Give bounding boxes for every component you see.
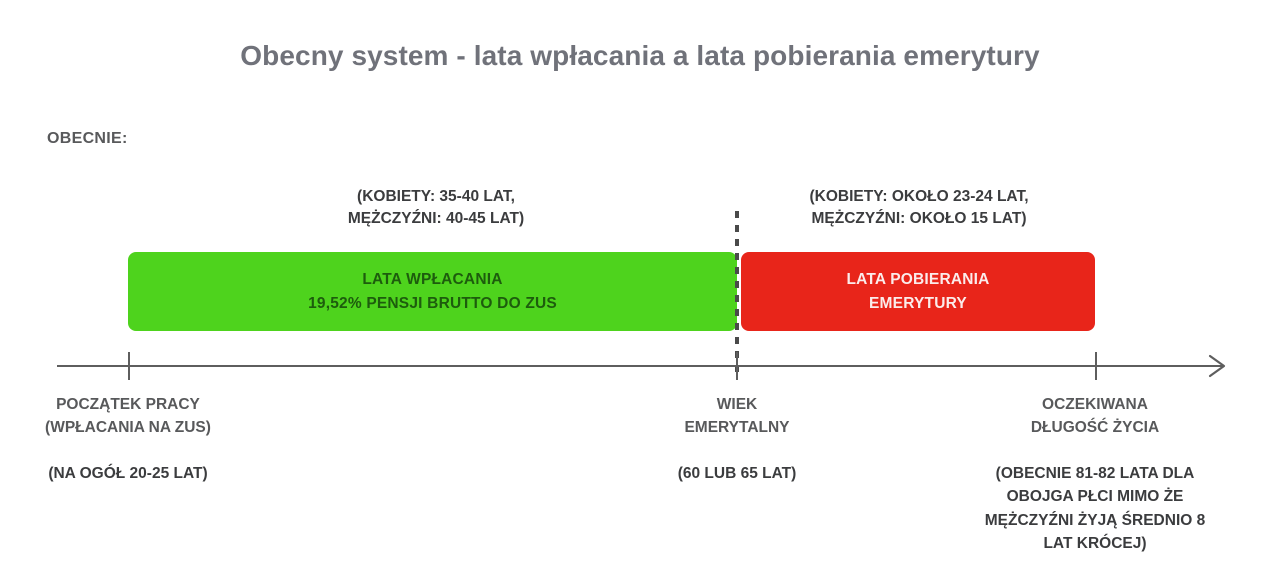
bar-contribution-years: LATA WPŁACANIA 19,52% PENSJI BRUTTO DO Z… — [128, 252, 737, 331]
section-label-obecnie: OBECNIE: — [47, 130, 128, 147]
axis-tick-retirement-age — [736, 352, 738, 380]
axis-tick-life-expectancy — [1095, 352, 1097, 380]
caption-contribution-years: (KOBIETY: 35-40 LAT, MĘŻCZYŹNI: 40-45 LA… — [347, 188, 525, 228]
caption-pension-years: (KOBIETY: OKOŁO 23-24 LAT, MĘŻCZYŹNI: OK… — [809, 188, 1029, 228]
axis-label-life-expectancy-detail: (OBECNIE 81-82 LATA DLA OBOJGA PŁCI MIMO… — [984, 465, 1206, 552]
timeline-axis — [57, 365, 1224, 367]
axis-arrow-icon — [1208, 354, 1226, 378]
bar-pension-years: LATA POBIERANIA EMERYTURY — [741, 252, 1095, 331]
axis-label-work-start-detail: (NA OGÓŁ 20-25 LAT) — [48, 465, 208, 482]
page-title: Obecny system - lata wpłacania a lata po… — [240, 40, 1040, 71]
axis-tick-work-start — [128, 352, 130, 380]
axis-label-retirement-age-detail: (60 LUB 65 LAT) — [677, 465, 797, 482]
retirement-age-dashed-divider — [735, 211, 739, 377]
axis-label-life-expectancy: OCZEKIWANA DŁUGOŚĆ ŻYCIA — [1030, 396, 1160, 437]
axis-label-retirement-age: WIEK EMERYTALNY — [684, 396, 790, 437]
axis-label-work-start: POCZĄTEK PRACY (WPŁACANIA NA ZUS) — [45, 396, 211, 437]
